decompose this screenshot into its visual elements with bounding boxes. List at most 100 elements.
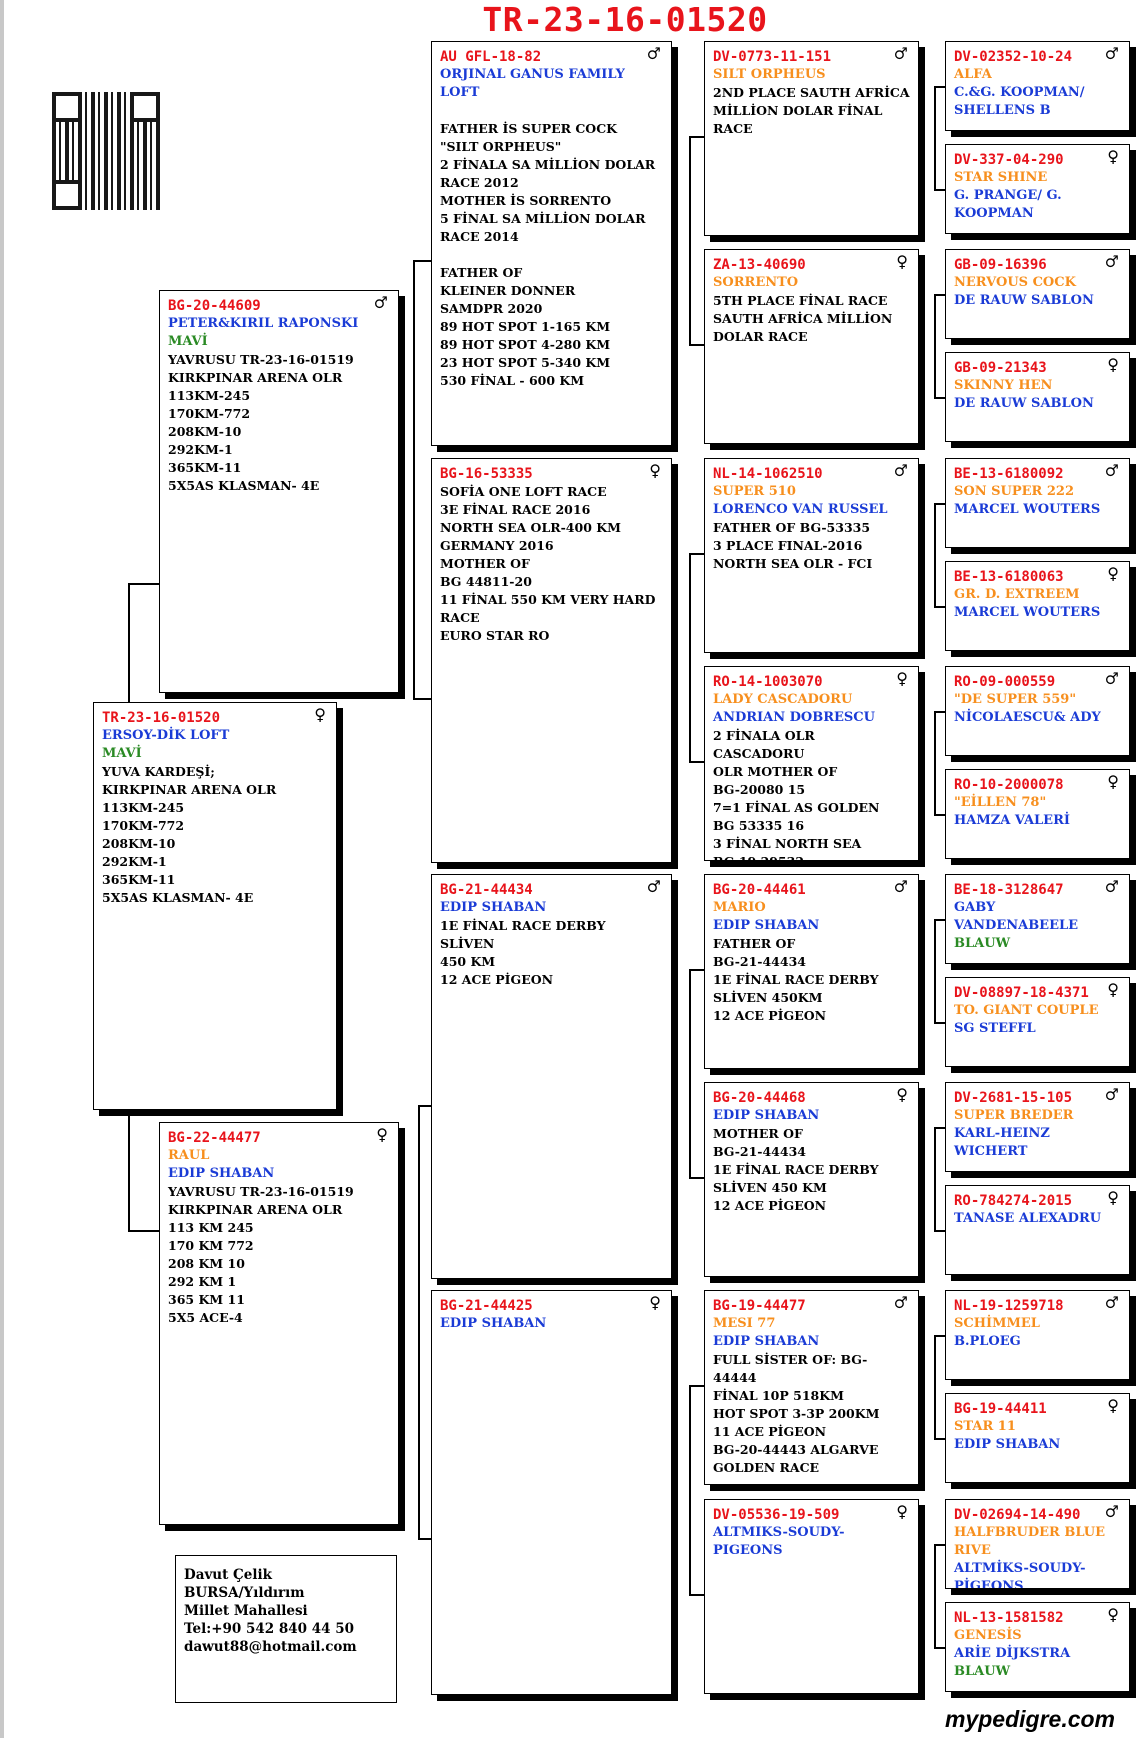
connector-line [689, 1385, 691, 1595]
pedigree-card-g8[interactable]: ♀RO-10-2000078"EİLLEN 78"HAMZA VALERİ [945, 769, 1130, 859]
male-symbol-icon: ♂ [1104, 1085, 1119, 1104]
note-line: 208KM-10 [102, 836, 176, 851]
note-line: 292KM-1 [102, 854, 167, 869]
note-line: 3E FİNAL RACE 2016 [440, 502, 591, 517]
male-symbol-icon: ♂ [893, 1293, 908, 1312]
connector-line [934, 294, 945, 296]
note-line: 530 FİNAL - 600 KM [440, 373, 585, 388]
connector-line [934, 1335, 945, 1337]
pigeon-name: TO. GIANT COUPLE [954, 1003, 1099, 1018]
note-line: 1E FİNAL RACE DERBY [713, 1162, 879, 1177]
female-symbol-icon: ♀ [1107, 147, 1119, 166]
footer-brand[interactable]: mypedigre.com [945, 1706, 1115, 1732]
connector-line [418, 1538, 431, 1540]
page-edge [0, 0, 4, 1738]
note-line: HOT SPOT 3-3P 200KM [713, 1406, 880, 1421]
contact-card: Davut Çelik BURSA/Yıldırım Millet Mahall… [175, 1555, 397, 1703]
connector-line [689, 1594, 704, 1596]
connector-line [934, 1438, 945, 1440]
note-line: 292KM-1 [168, 442, 233, 457]
female-symbol-icon: ♀ [896, 252, 908, 271]
note-line: 12 ACE PİGEON [440, 972, 554, 987]
note-line: 113KM-245 [168, 388, 251, 403]
ring-number: BG-20-44609 [168, 298, 261, 314]
contact-line: Davut Çelik [184, 1567, 272, 1583]
ring-number: BE-18-3128647 [954, 882, 1064, 898]
breeder-name: KARL-HEINZ WICHERT [954, 1126, 1050, 1159]
ring-number: DV-337-04-290 [954, 152, 1064, 168]
ring-number: RO-09-000559 [954, 674, 1056, 690]
connector-line [934, 711, 936, 816]
ring-number: BG-20-44461 [713, 882, 806, 898]
connector-line [413, 698, 431, 700]
connector-line [934, 1230, 945, 1232]
ring-number: BG-19-44477 [713, 1298, 806, 1314]
connector-line [689, 969, 704, 971]
note-line: RACE 2014 [440, 229, 519, 244]
pedigree-card-g7[interactable]: ♂RO-09-000559"DE SUPER 559"NİCOLAESCU& A… [945, 666, 1130, 756]
female-symbol-icon: ♀ [1107, 564, 1119, 583]
note-line: 3 PLACE FINAL-2016 [713, 538, 863, 553]
note-line: 2 FİNALA SA MİLLİON DOLAR [440, 157, 656, 172]
connector-line [689, 1177, 704, 1179]
pigeon-name: SORRENTO [713, 275, 799, 290]
breeder-name: SG STEFFL [954, 1021, 1036, 1036]
note-line: 5 FİNAL SA MİLLİON DOLAR [440, 211, 646, 226]
connector-line [934, 1335, 936, 1440]
female-symbol-icon: ♀ [649, 1293, 661, 1312]
ring-number: NL-19-1259718 [954, 1298, 1064, 1314]
breeder-name: NİCOLAESCU& ADY [954, 710, 1101, 725]
male-symbol-icon: ♂ [1104, 44, 1119, 63]
breeder-name: ALTMİKS-SOUDY-PİGEONS [954, 1561, 1086, 1589]
connector-line [934, 294, 936, 399]
note-line: 7=1 FİNAL AS GOLDEN [713, 800, 880, 815]
ring-number: BG-20-44468 [713, 1090, 806, 1106]
breeder-name: ALTMIKS-SOUDY-PIGEONS [713, 1525, 845, 1558]
breeder-name: ANDRIAN DOBRESCU [713, 710, 875, 725]
pigeon-name: SILT ORPHEUS [713, 67, 826, 82]
ring-number: RO-784274-2015 [954, 1193, 1073, 1209]
breeder-name: ORJINAL GANUS FAMILY LOFT [440, 67, 625, 100]
note-line: 11 FİNAL 550 KM VERY HARD [440, 592, 656, 607]
contact-line: dawut88@hotmail.com [184, 1639, 357, 1655]
male-symbol-icon: ♂ [1104, 461, 1119, 480]
connector-line [934, 189, 945, 191]
page-title: TR-23-16-01520 [482, 0, 768, 39]
male-symbol-icon: ♂ [1104, 1293, 1119, 1312]
contact-line: Millet Mahallesi [184, 1603, 308, 1619]
note-line: GERMANY 2016 [440, 538, 554, 553]
male-symbol-icon: ♂ [1104, 669, 1119, 688]
connector-line [934, 503, 936, 608]
note-line: 12 ACE PİGEON [713, 1008, 827, 1023]
female-symbol-icon: ♀ [1107, 355, 1119, 374]
